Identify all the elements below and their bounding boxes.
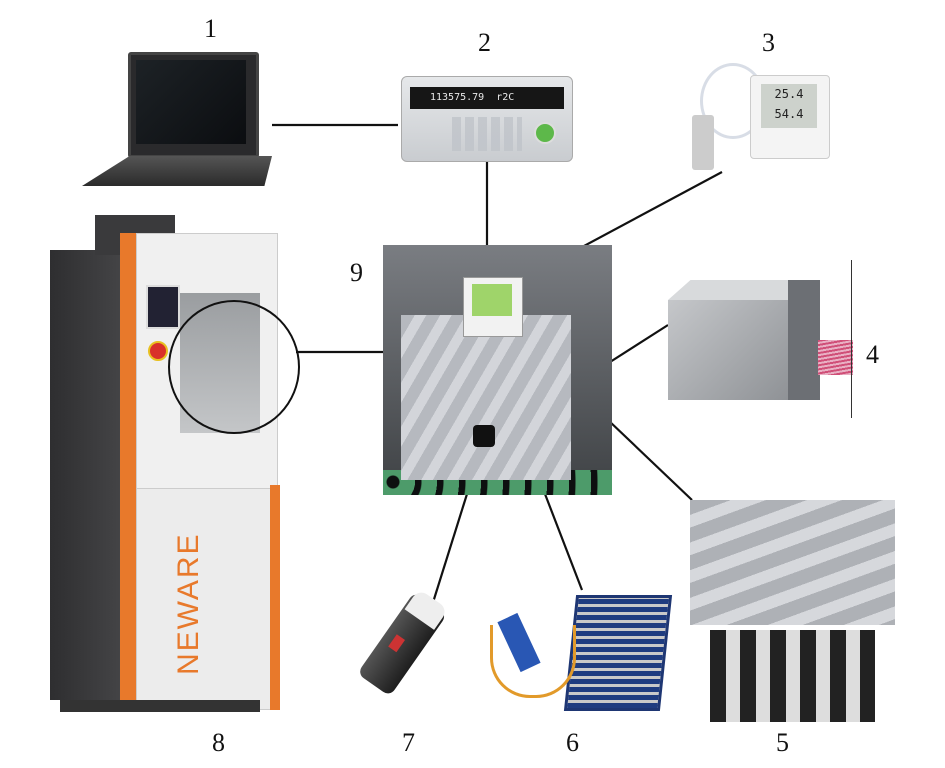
label-1: 1: [204, 14, 217, 43]
label-3: 3: [762, 28, 775, 57]
meter-display: 113575.79 r2C: [410, 87, 564, 109]
label-2: 2: [478, 28, 491, 57]
laptop: [80, 52, 275, 187]
digital-multimeter: 113575.79 r2C: [401, 76, 573, 162]
insulated-test-box: [401, 315, 571, 480]
label-9: 9: [350, 258, 363, 287]
label-5: 5: [776, 728, 789, 757]
label-6: 6: [566, 728, 579, 757]
emergency-stop-button: [148, 341, 168, 361]
jumper-wires: [490, 625, 576, 698]
chamber-brand: NEWARE: [172, 532, 205, 675]
connector-center-logger: [428, 493, 469, 613]
insulated-battery-pack: [690, 500, 895, 725]
chamber-interior-photo: [383, 245, 612, 495]
meter-knob: [534, 122, 556, 144]
temperature-humidity-meter: 25.4 54.4: [680, 55, 840, 180]
chamber-control-panel: [146, 285, 180, 329]
connector-center-pack: [607, 419, 693, 501]
hygrometer-probe: [692, 115, 714, 170]
chamber-window-highlight-circle: [168, 300, 300, 434]
battery-wires: [818, 340, 853, 375]
label-7: 7: [402, 728, 415, 757]
label-4: 4: [866, 340, 879, 369]
laptop-keyboard: [82, 156, 272, 186]
hygrometer-screen: 25.4 54.4: [761, 84, 817, 128]
connector-center-rainsensor: [543, 493, 584, 591]
interior-hygrometer: [463, 277, 523, 337]
environmental-test-chamber: NEWARE: [40, 215, 300, 735]
sensor-plate: [563, 595, 673, 711]
label-8: 8: [212, 728, 225, 757]
rain-sensor-module: [490, 585, 673, 715]
hygrometer-body: 25.4 54.4: [750, 75, 830, 159]
battery-module-box: [668, 260, 858, 418]
